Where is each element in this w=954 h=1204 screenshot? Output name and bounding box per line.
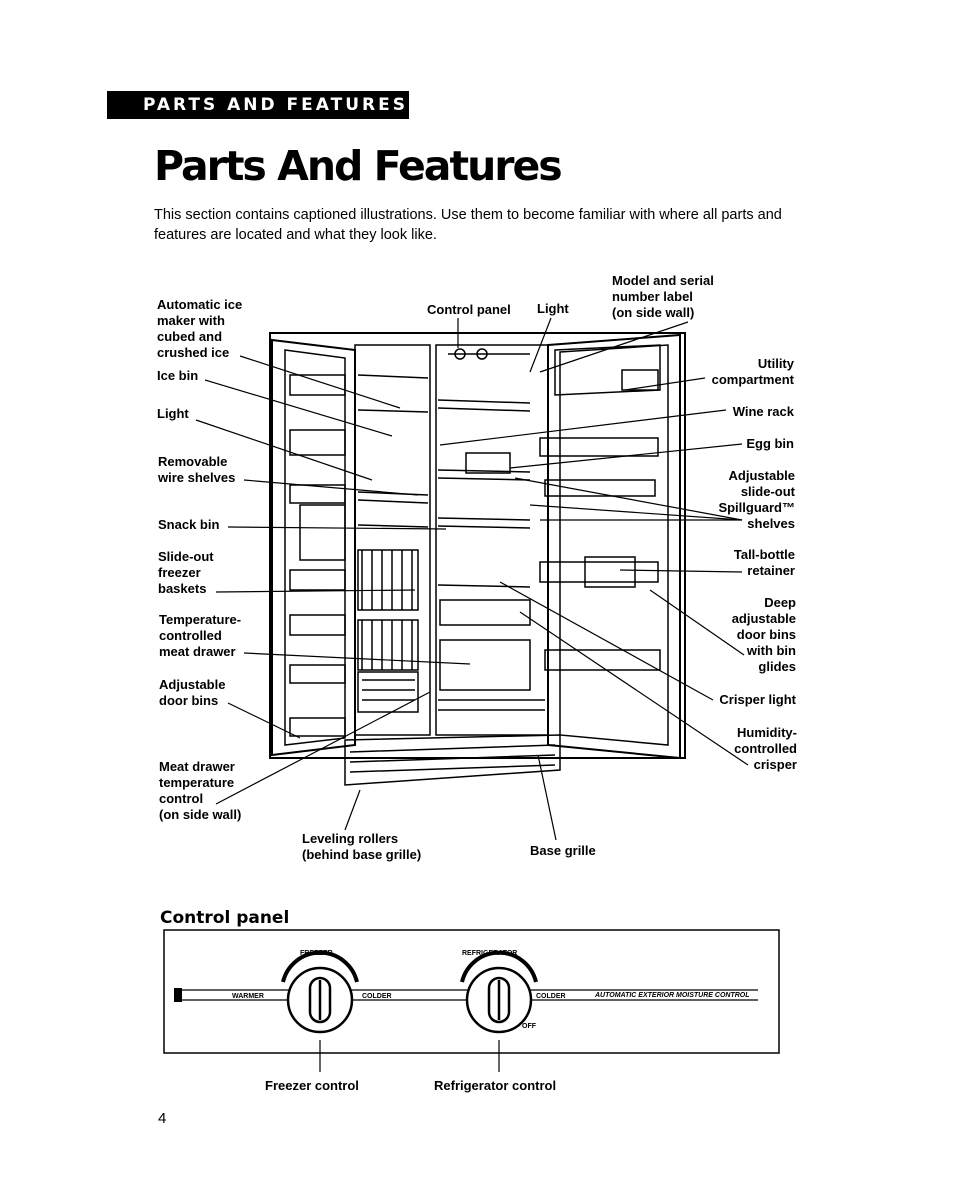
refrigerator-dial-title: REFRIGERATOR [462,950,517,957]
colder-label: COLDER [362,993,392,1000]
refrigerator-control-caption: Refrigerator control [434,1078,557,1093]
freezer-dial[interactable] [281,950,359,1034]
off-label: OFF [522,1023,537,1030]
intro-paragraph: This section contains captioned illustra… [154,207,782,243]
label-freezer-light: Light [157,406,189,421]
freezer-control-caption: Freezer control [265,1078,359,1093]
moisture-control-label: AUTOMATIC EXTERIOR MOISTURE CONTROL [594,992,750,999]
label-crisper-light: Crisper light [719,692,796,707]
page-number: 4 [158,1110,167,1127]
refrigerator-dial[interactable] [460,950,538,1034]
label-egg-bin: Egg bin [746,436,794,451]
label-control-panel: Control panel [427,302,511,317]
section-tab: PARTS AND FEATURES [107,91,409,119]
colder-label-2: COLDER [536,993,566,1000]
freezer-dial-title: FREEZER [300,950,333,957]
label-ice-bin: Ice bin [157,368,199,383]
label-base-grille: Base grille [530,843,596,858]
label-wine-rack: Wine rack [732,404,794,419]
label-fridge-light: Light [537,301,569,316]
control-panel-heading: Control panel [160,908,290,928]
label-leveling-rollers: Leveling rollers(behind base grille) [302,831,422,862]
warmer-label: WARMER [232,993,264,1000]
page-title: Parts And Features [154,142,563,190]
label-snack-bin: Snack bin [158,517,220,532]
